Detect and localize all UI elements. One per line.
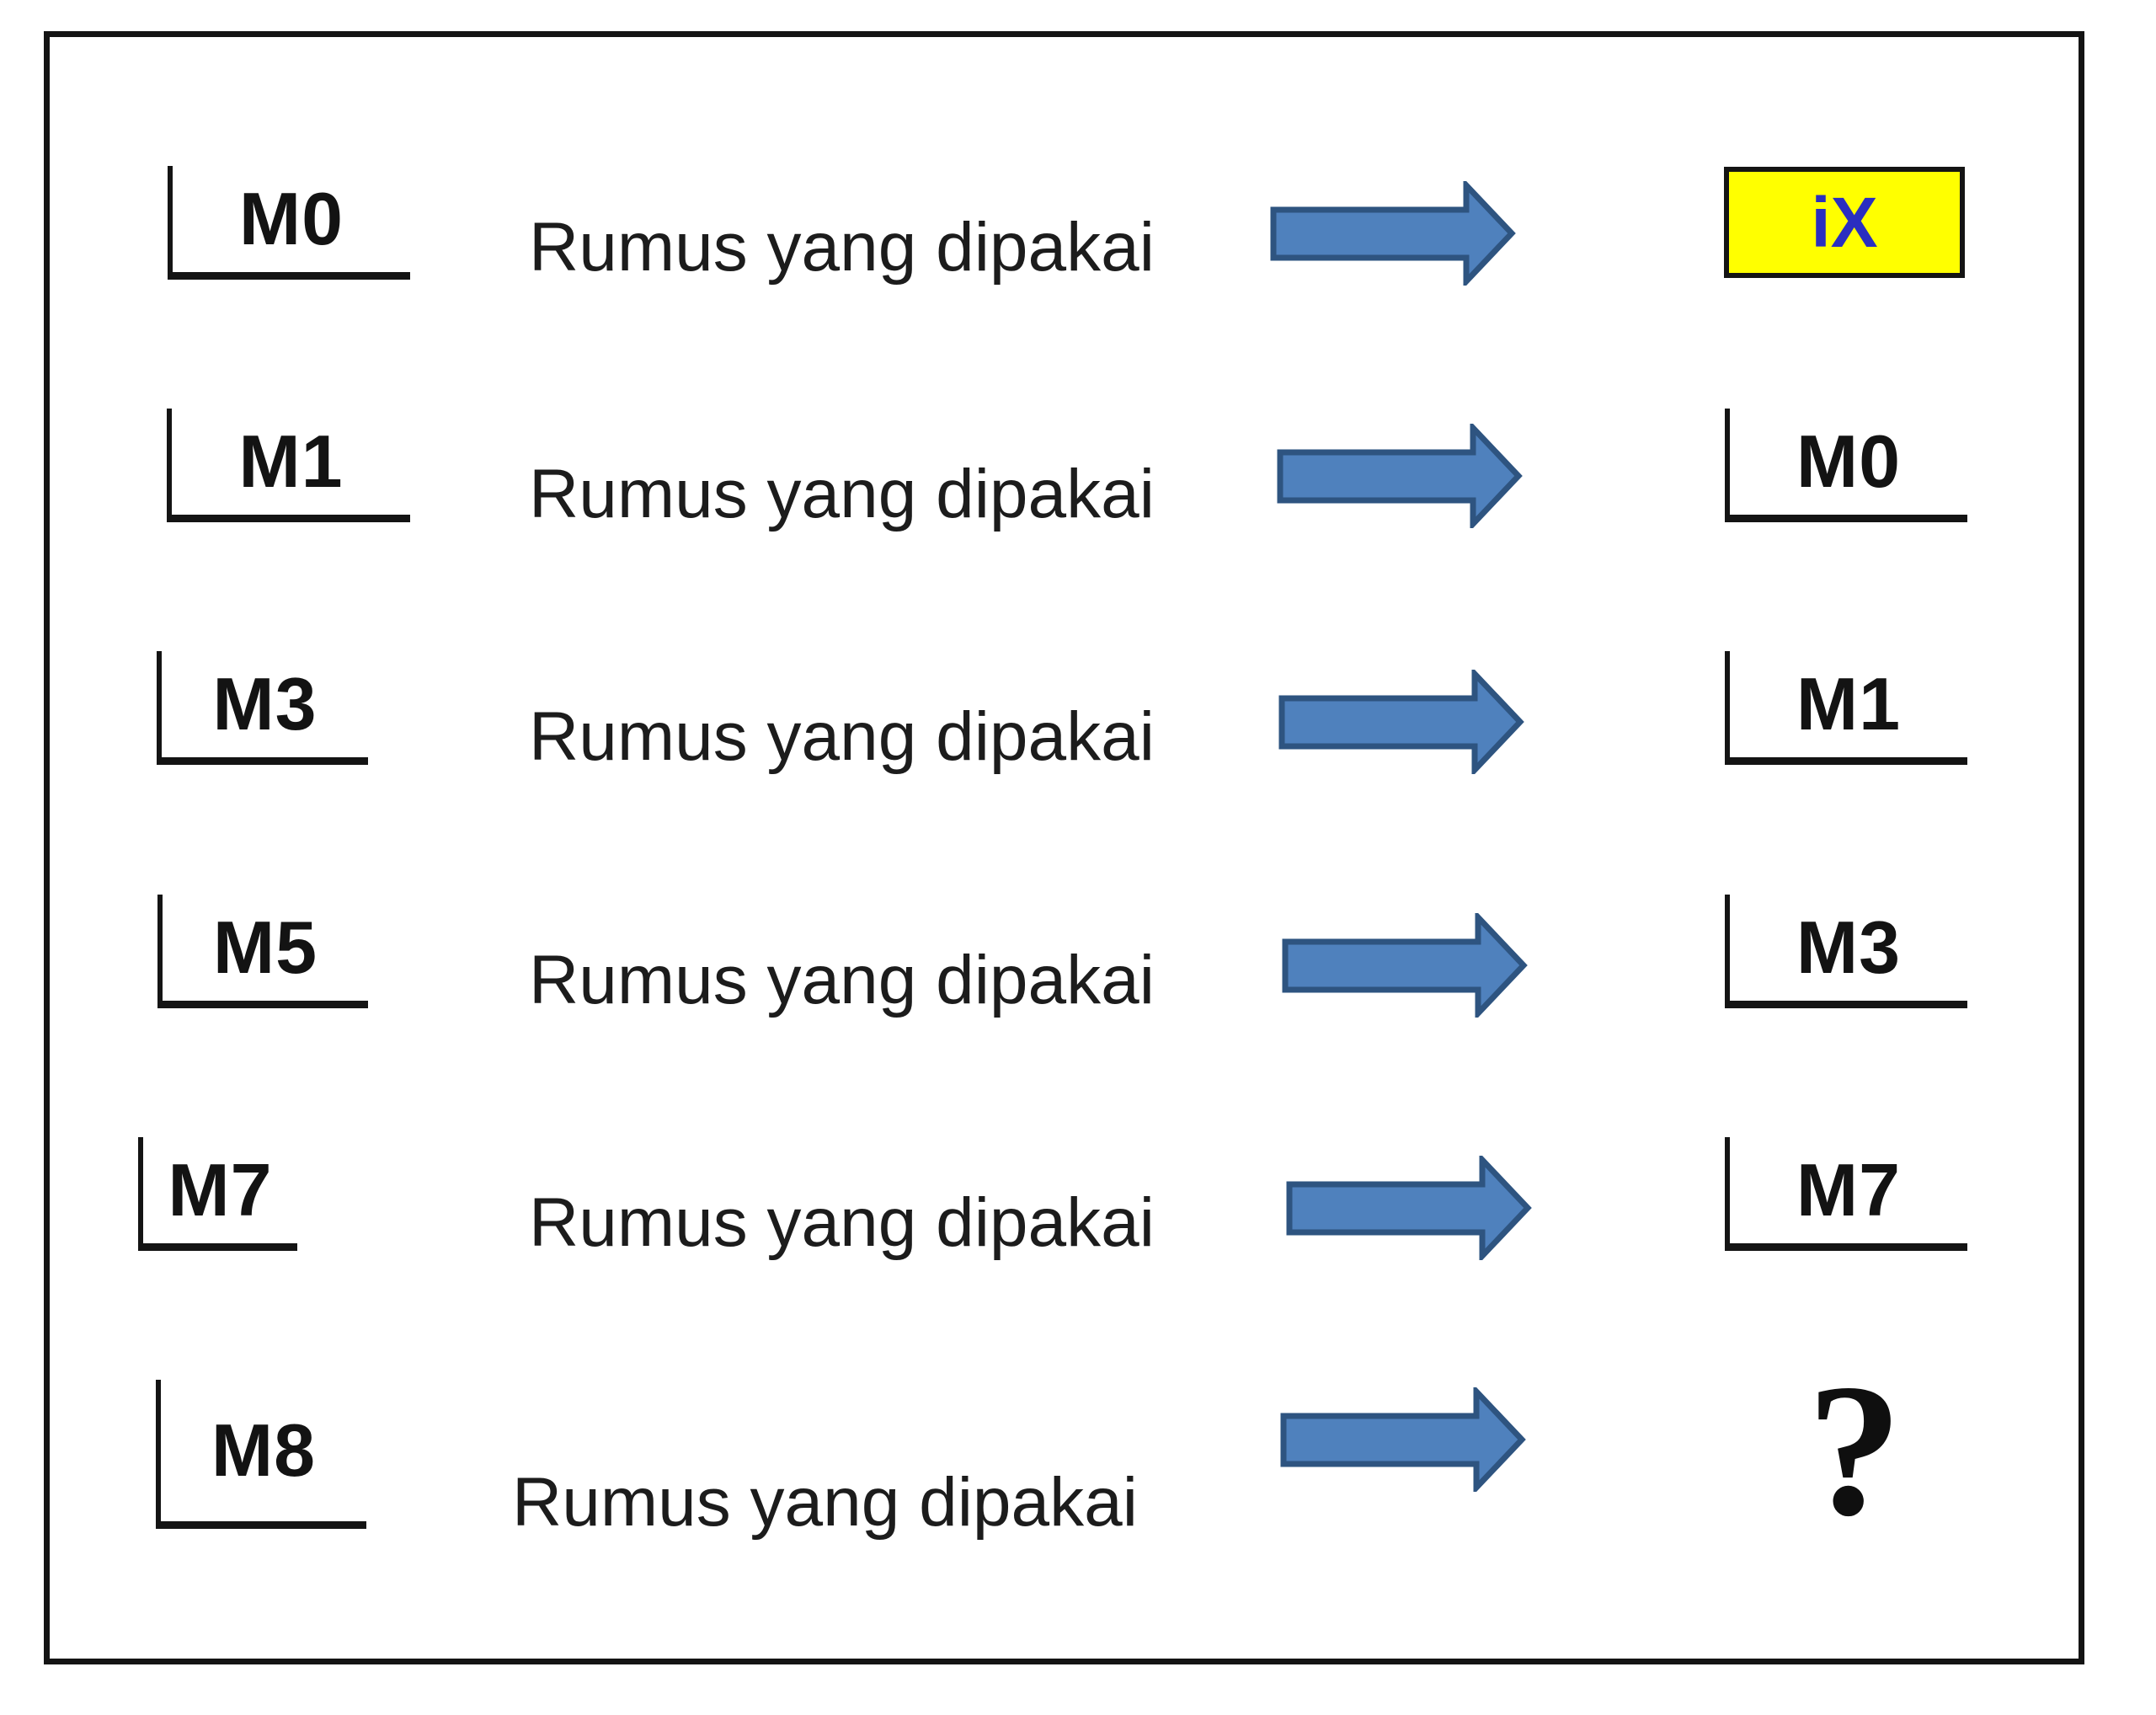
source-model-bracket: M5 <box>157 895 368 1008</box>
formula-text: Rumus yang dipakai <box>529 1184 1155 1261</box>
result-highlight-box: iX <box>1724 167 1965 278</box>
result-model-bracket: M0 <box>1725 409 1967 522</box>
formula-text: Rumus yang dipakai <box>529 942 1155 1018</box>
source-model-label: M0 <box>238 177 344 260</box>
result-model-bracket: M1 <box>1725 651 1967 765</box>
source-model-label: M7 <box>168 1148 273 1231</box>
formula-text: Rumus yang dipakai <box>529 456 1155 532</box>
formula-text: Rumus yang dipakai <box>529 698 1155 775</box>
result-model-label: M0 <box>1796 419 1902 503</box>
source-model-label: M1 <box>238 419 344 503</box>
result-model-label: M1 <box>1796 662 1902 745</box>
source-model-bracket: M1 <box>167 409 410 522</box>
result-model-bracket: M7 <box>1725 1137 1967 1251</box>
source-model-bracket: M7 <box>138 1137 297 1251</box>
right-arrow-icon <box>1282 913 1528 1018</box>
diagram-border <box>44 31 2084 1664</box>
source-model-label: M8 <box>211 1408 317 1492</box>
result-model-bracket: M3 <box>1725 895 1967 1008</box>
right-arrow-icon <box>1280 1387 1526 1492</box>
source-model-bracket: M0 <box>168 166 410 280</box>
result-highlight-label: iX <box>1811 182 1878 262</box>
right-arrow-icon <box>1286 1156 1532 1260</box>
question-mark: ? <box>1806 1344 1903 1555</box>
formula-text: Rumus yang dipakai <box>512 1464 1138 1541</box>
source-model-bracket: M3 <box>157 651 368 765</box>
source-model-label: M5 <box>212 906 318 989</box>
result-model-label: M7 <box>1796 1148 1902 1231</box>
right-arrow-icon <box>1278 670 1524 774</box>
source-model-label: M3 <box>212 662 318 745</box>
right-arrow-icon <box>1270 181 1516 286</box>
source-model-bracket: M8 <box>156 1380 366 1529</box>
result-model-label: M3 <box>1796 906 1902 989</box>
formula-text: Rumus yang dipakai <box>529 209 1155 286</box>
right-arrow-icon <box>1277 424 1523 528</box>
